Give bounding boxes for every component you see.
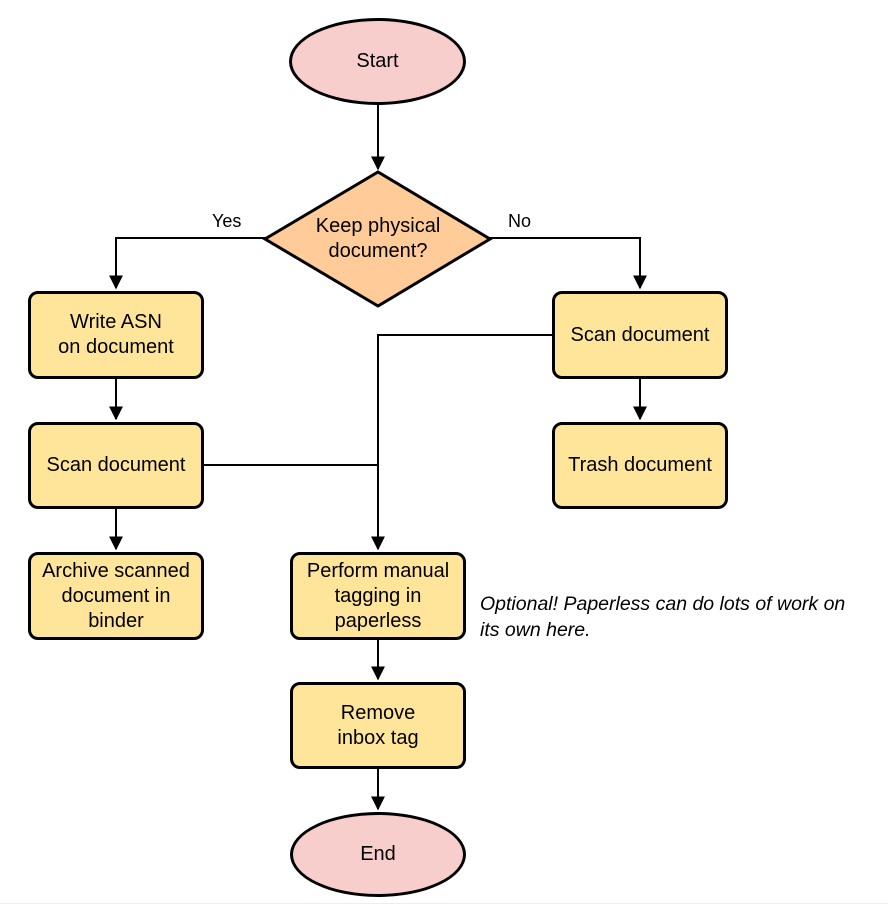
node-write-asn-label: Write ASN on document xyxy=(58,311,174,358)
node-remove-inbox-tag: Remove inbox tag xyxy=(290,682,466,769)
node-trash-document: Trash document xyxy=(552,422,728,509)
edge-label-no: No xyxy=(508,211,532,231)
node-end: End xyxy=(290,812,466,897)
node-start-label: Start xyxy=(356,50,399,72)
annotation-optional-note: Optional! Paperless can do lots of work … xyxy=(480,593,846,642)
node-scan-document-left: Scan document xyxy=(28,422,204,509)
node-scan-document-right: Scan document xyxy=(552,291,728,379)
node-manual-tagging-label: Perform manual tagging in paperless xyxy=(306,559,450,632)
edge-label-yes: Yes xyxy=(212,211,242,231)
node-remove-inbox-tag-label: Remove inbox tag xyxy=(337,701,419,749)
node-manual-tagging: Perform manual tagging in paperless xyxy=(290,552,466,640)
node-decision-label: Keep physical document? xyxy=(315,215,441,262)
node-trash-document-label: Trash document xyxy=(568,454,712,476)
page-bottom-rule xyxy=(0,903,888,904)
node-end-label: End xyxy=(360,843,396,865)
edge-scanright-tagging xyxy=(371,334,552,551)
node-scan-document-left-label: Scan document xyxy=(46,454,186,476)
node-write-asn: Write ASN on document xyxy=(28,291,204,379)
node-archive-label: Archive scanned document in binder xyxy=(42,559,190,632)
decision-diamond-shape xyxy=(262,170,493,308)
node-start: Start xyxy=(289,18,466,105)
edge-decision-scanright xyxy=(489,237,647,290)
edge-decision-writeasn xyxy=(109,237,266,290)
node-scan-document-right-label: Scan document xyxy=(570,323,710,346)
node-archive: Archive scanned document in binder xyxy=(28,552,204,640)
